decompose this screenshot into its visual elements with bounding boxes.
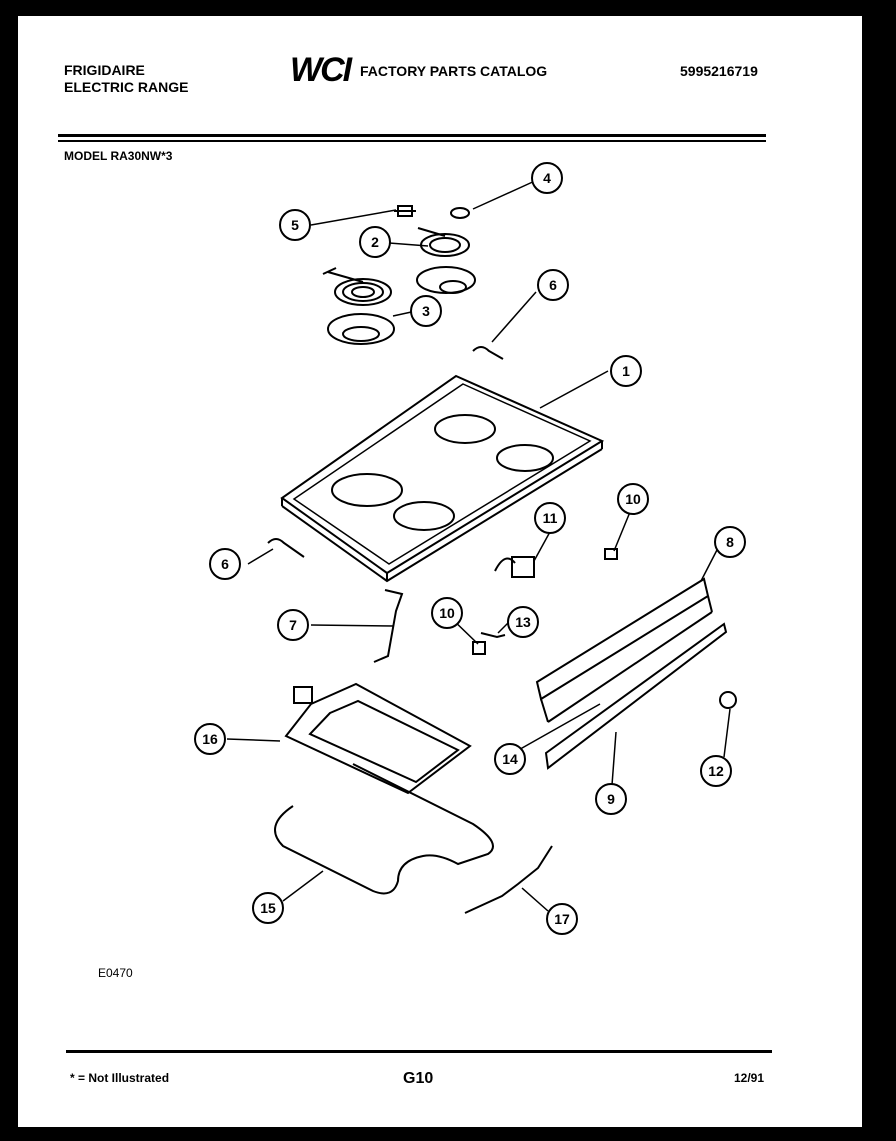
- drip-bowl-small: [416, 266, 476, 294]
- callout-label: 10: [439, 605, 455, 621]
- support-rod-part: [373, 589, 404, 663]
- hinge-part-lower: [267, 538, 305, 558]
- callout-label: 1: [622, 363, 630, 379]
- callout-circle: [531, 162, 563, 194]
- callout-12: 12: [700, 755, 732, 787]
- callout-1: 1: [610, 355, 642, 387]
- wci-logo: WCI: [290, 51, 352, 89]
- callout-label: 7: [289, 617, 297, 633]
- callout-label: 17: [554, 911, 570, 927]
- callout-10: 10: [431, 597, 463, 629]
- product-type: ELECTRIC RANGE: [64, 79, 189, 95]
- callout-13: 13: [507, 606, 539, 638]
- callout-label: 4: [543, 170, 551, 186]
- callout-17: 17: [546, 903, 578, 935]
- callout-5: 5: [279, 209, 311, 241]
- callout-15: 15: [252, 892, 284, 924]
- switch-part-lower: [472, 641, 486, 655]
- callout-9: 9: [595, 783, 627, 815]
- callout-circle: [279, 209, 311, 241]
- callout-circle: [595, 783, 627, 815]
- callout-11: 11: [534, 502, 566, 534]
- broil-element-part: [284, 682, 472, 795]
- callout-label: 16: [202, 731, 218, 747]
- receptacle-part: [394, 205, 416, 217]
- diagram-code: E0470: [98, 966, 133, 980]
- callout-label: 11: [543, 510, 558, 526]
- callout-circle: [209, 548, 241, 580]
- leader-lines: [226, 179, 731, 912]
- infinite-switch-part: [494, 556, 535, 578]
- callout-circle: [507, 606, 539, 638]
- bake-element-part: [274, 763, 494, 895]
- trim-strip-part: [544, 622, 728, 770]
- hinge-part-upper: [472, 346, 504, 360]
- callout-label: 2: [371, 234, 379, 250]
- drip-bowl-large: [327, 313, 395, 345]
- callout-16: 16: [194, 723, 226, 755]
- switch-part-upper: [604, 548, 618, 560]
- knob-part: [450, 207, 470, 219]
- callout-label: 8: [726, 534, 734, 550]
- callout-circle: [194, 723, 226, 755]
- callout-circle: [359, 226, 391, 258]
- callout-circle: [700, 755, 732, 787]
- callout-label: 6: [549, 277, 557, 293]
- callout-circle: [277, 609, 309, 641]
- header-rule-thin: [58, 140, 766, 142]
- callout-label: 12: [708, 763, 724, 779]
- model-number: MODEL RA30NW*3: [64, 149, 173, 163]
- callout-label: 3: [422, 303, 430, 319]
- callout-label: 10: [625, 491, 641, 507]
- surface-element-small: [417, 227, 470, 257]
- callout-4: 4: [531, 162, 563, 194]
- callout-14: 14: [494, 743, 526, 775]
- callout-7: 7: [277, 609, 309, 641]
- callout-circle: [410, 295, 442, 327]
- footer-rule: [66, 1050, 772, 1053]
- callout-circle: [431, 597, 463, 629]
- callout-6: 6: [537, 269, 569, 301]
- callout-label: 5: [291, 217, 299, 233]
- callout-circle: [610, 355, 642, 387]
- callout-circle: [714, 526, 746, 558]
- catalog-number: 5995216719: [680, 63, 758, 79]
- callout-10: 10: [617, 483, 649, 515]
- callout-label: 13: [515, 614, 531, 630]
- catalog-date: 12/91: [734, 1071, 765, 1085]
- cooktop-part: [280, 374, 605, 583]
- callout-circle: [537, 269, 569, 301]
- header-rule: [58, 134, 766, 137]
- page-number: G10: [403, 1070, 434, 1087]
- indicator-light-part: [719, 691, 737, 709]
- callout-8: 8: [714, 526, 746, 558]
- catalog-title: FACTORY PARTS CATALOG: [360, 63, 548, 79]
- wiring-part: [464, 845, 553, 914]
- screw-part: [480, 632, 506, 639]
- callout-6: 6: [209, 548, 241, 580]
- callout-label: 9: [607, 791, 615, 807]
- callout-label: 6: [221, 556, 229, 572]
- callout-circle: [534, 502, 566, 534]
- surface-element-large: [322, 267, 392, 306]
- callout-circle: [494, 743, 526, 775]
- callout-circle: [617, 483, 649, 515]
- callout-3: 3: [410, 295, 442, 327]
- callout-circle: [252, 892, 284, 924]
- callout-label: 15: [260, 900, 276, 916]
- callout-circle: [546, 903, 578, 935]
- parts-catalog-sheet: FRIGIDAIRE ELECTRIC RANGE WCI FACTORY PA…: [18, 16, 862, 1127]
- brand-name: FRIGIDAIRE: [64, 62, 145, 78]
- callout-label: 14: [502, 751, 518, 767]
- not-illustrated-note: * = Not Illustrated: [70, 1071, 170, 1085]
- callout-2: 2: [359, 226, 391, 258]
- control-panel-part: [535, 577, 713, 723]
